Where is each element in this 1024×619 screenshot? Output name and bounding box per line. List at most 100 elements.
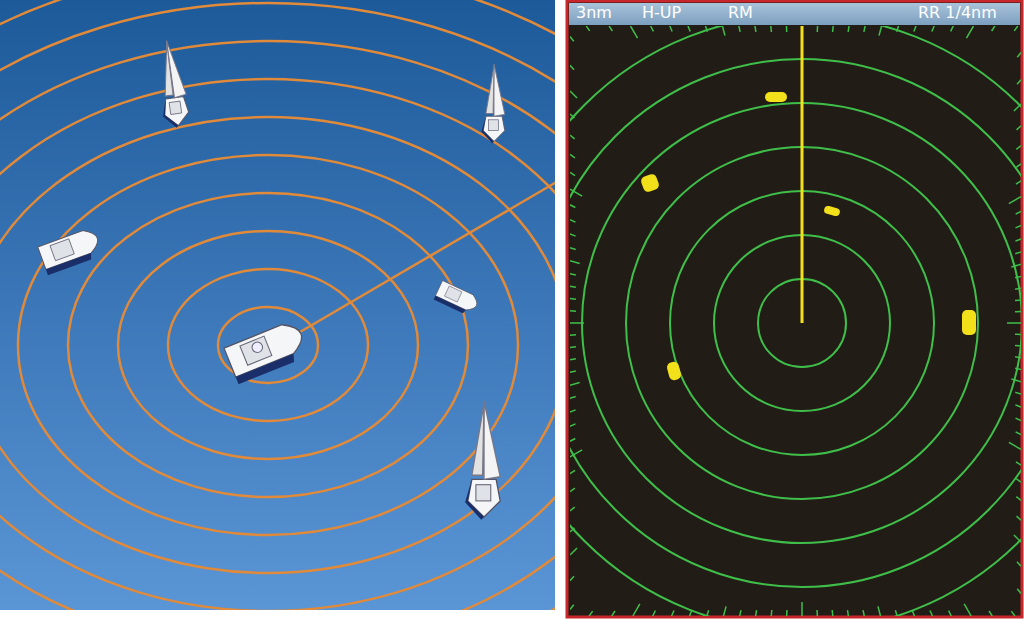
bearing-tick	[570, 322, 584, 324]
bearing-tick	[690, 610, 692, 616]
bearing-tick	[570, 91, 577, 98]
bearing-tick	[707, 610, 709, 616]
status-label: H-UP	[642, 3, 681, 23]
bearing-tick	[1009, 442, 1021, 449]
bearing-tick	[770, 26, 772, 32]
bearing-tick	[722, 26, 725, 36]
bearing-tick	[754, 26, 756, 32]
radar-range-ring	[570, 26, 1021, 616]
bearing-tick	[1017, 126, 1021, 130]
bearing-tick	[897, 26, 899, 32]
bearing-tick	[570, 310, 576, 312]
bearing-tick	[570, 548, 577, 555]
bearing-tick	[631, 26, 638, 38]
bearing-tick	[1016, 479, 1021, 483]
bearing-tick	[739, 26, 740, 32]
bearing-tick	[570, 189, 582, 196]
range-ring	[0, 117, 555, 573]
bearing-tick	[570, 397, 576, 399]
bearing-tick	[801, 602, 803, 616]
bearing-tick	[964, 604, 971, 616]
bearing-tick	[1014, 26, 1018, 31]
bearing-tick	[1017, 53, 1021, 58]
bearing-tick	[740, 610, 741, 616]
bearing-tick	[612, 611, 615, 616]
bearing-tick	[1017, 562, 1021, 566]
bearing-tick	[1015, 333, 1021, 335]
bearing-tick	[570, 135, 575, 139]
bearing-tick	[570, 298, 576, 300]
bearing-tick	[949, 611, 952, 616]
bearing-tick	[1015, 392, 1021, 394]
bearing-tick	[570, 154, 575, 158]
bearing-tick	[1011, 611, 1015, 616]
bearing-tick	[1015, 252, 1021, 254]
bearing-tick	[878, 606, 881, 616]
bearing-tick	[864, 26, 865, 32]
bearing-tick	[966, 26, 973, 38]
bearing-tick	[847, 610, 849, 616]
bearing-tick	[1015, 288, 1021, 290]
sea-scene	[0, 0, 555, 610]
bearing-tick	[847, 26, 849, 32]
bearing-tick	[570, 248, 576, 250]
bearing-tick	[723, 606, 726, 616]
range-ring	[68, 193, 468, 497]
bearing-tick	[651, 26, 654, 31]
bearing-tick	[863, 610, 864, 616]
bearing-tick	[1016, 211, 1021, 214]
bearing-tick	[570, 65, 574, 69]
bearing-tick	[570, 605, 574, 610]
bearing-tick	[879, 26, 882, 36]
bearing-tick	[570, 410, 576, 412]
bearing-tick	[1016, 146, 1021, 150]
bearing-tick	[914, 26, 916, 32]
bearing-tick	[1009, 197, 1021, 204]
bearing-tick	[1014, 535, 1021, 542]
bearing-tick	[570, 220, 575, 222]
bearing-tick	[586, 26, 590, 31]
bearing-tick	[570, 172, 575, 175]
bearing-tick	[755, 610, 757, 616]
bearing-tick	[951, 26, 954, 31]
bearing-tick	[670, 26, 672, 31]
range-ring	[0, 0, 555, 610]
bearing-tick	[992, 26, 995, 31]
bearing-tick	[570, 37, 574, 42]
bearing-tick	[653, 611, 656, 616]
bearing-tick	[1016, 462, 1021, 465]
bearing-tick	[570, 528, 574, 532]
bearing-tick	[1007, 322, 1021, 324]
bearing-tick	[895, 610, 897, 616]
range-ring	[118, 231, 418, 459]
radar-screen	[570, 26, 1021, 616]
range-ring	[168, 269, 368, 421]
bearing-tick	[1016, 164, 1021, 168]
bearing-tick	[816, 610, 818, 616]
bearing-tick	[1017, 516, 1021, 520]
bearing-tick	[1016, 432, 1021, 435]
bearing-tick	[570, 438, 575, 441]
status-bar	[569, 3, 1020, 25]
range-ring	[0, 3, 555, 610]
bearing-tick	[570, 334, 576, 336]
bearing-tick	[570, 507, 575, 511]
bearing-tick	[832, 26, 834, 32]
bearing-tick	[1017, 589, 1021, 594]
bearing-tick	[932, 26, 934, 31]
bearing-tick	[1016, 497, 1021, 501]
radar-range-ring	[570, 59, 1021, 587]
bearing-tick	[1015, 276, 1021, 277]
range-ring	[0, 79, 555, 610]
range-ring	[18, 155, 518, 535]
bearing-tick	[1015, 299, 1021, 301]
bearing-tick	[1016, 225, 1021, 227]
bearing-tick	[570, 358, 576, 360]
bearing-tick	[1011, 379, 1021, 382]
bearing-tick	[609, 26, 612, 31]
bearing-tick	[817, 26, 819, 32]
bearing-tick	[786, 610, 788, 616]
bearing-tick	[912, 610, 914, 616]
bearing-tick	[770, 610, 772, 616]
